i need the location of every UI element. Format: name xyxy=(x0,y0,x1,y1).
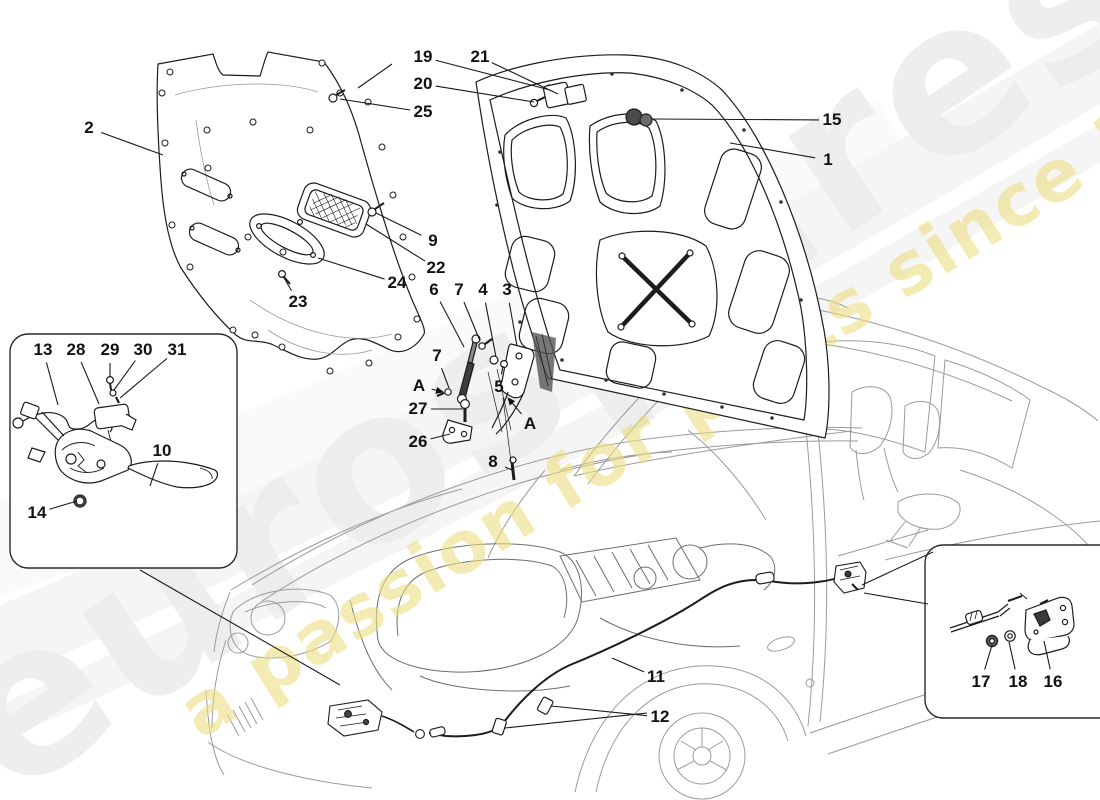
leader-a-32 xyxy=(431,386,444,394)
leader-19-19 xyxy=(435,59,551,91)
callout-11-11: 11 xyxy=(647,667,665,686)
release-cable-drawing xyxy=(327,561,867,739)
callout-29-29: 29 xyxy=(100,340,120,359)
hinge xyxy=(491,343,535,435)
callout-25-25: 25 xyxy=(413,102,433,121)
callout-26-26: 26 xyxy=(408,432,428,451)
callout-15-15: 15 xyxy=(822,110,842,129)
callout-24-24: 24 xyxy=(387,273,407,292)
leader-21-21 xyxy=(491,62,559,95)
callout-17-17: 17 xyxy=(971,672,991,691)
latch-mechanism xyxy=(20,401,132,484)
clip-12a xyxy=(536,696,554,715)
callout-5-4: 5 xyxy=(494,377,504,396)
grommet-14 xyxy=(73,494,87,508)
leader-6-5 xyxy=(439,301,465,348)
hood-hinge-assembly xyxy=(436,334,535,481)
leader-17-17 xyxy=(984,644,993,670)
callout-a-33: A xyxy=(523,414,537,433)
leader-30-30 xyxy=(113,360,136,391)
latch-inset-box xyxy=(9,333,238,569)
cable-inset-box xyxy=(924,544,1100,719)
leader-16-16 xyxy=(1043,640,1051,670)
leader-23-23 xyxy=(282,275,292,292)
latch-bracket-16 xyxy=(1024,596,1075,656)
bushing-4 xyxy=(489,355,499,365)
leader-11-11 xyxy=(611,657,645,673)
leader-15-15 xyxy=(651,118,820,121)
leader-13-13 xyxy=(45,362,59,406)
leader-2-1 xyxy=(101,131,164,156)
callout-23-23: 23 xyxy=(288,292,308,311)
callout-22-22: 22 xyxy=(426,258,446,277)
leader-10-10 xyxy=(149,463,159,487)
body-latch xyxy=(833,561,867,594)
callout-2-1: 2 xyxy=(84,118,94,137)
gas-strut xyxy=(456,334,481,405)
ball-stud-bottom xyxy=(436,388,452,398)
leader-7-7 xyxy=(441,367,450,389)
leader-4-3 xyxy=(484,302,497,358)
leader-3-2 xyxy=(508,302,518,347)
hood-drawing xyxy=(475,54,830,439)
leader-18-18 xyxy=(1008,641,1016,670)
callout-16-16: 16 xyxy=(1043,672,1063,691)
nut-30 xyxy=(109,389,117,397)
engine-bay-latch xyxy=(327,699,446,739)
leader-7-6 xyxy=(463,301,481,342)
ball-stud-top xyxy=(478,338,493,350)
leader-22-22 xyxy=(365,223,426,262)
callout-a-32: A xyxy=(412,376,426,395)
leader-8-8 xyxy=(504,466,513,471)
callout-12-12: 12 xyxy=(650,707,670,726)
stud-8 xyxy=(502,397,517,481)
callout-7-6: 7 xyxy=(454,280,464,299)
callout-8-8: 8 xyxy=(488,452,498,471)
washer-5 xyxy=(500,360,509,369)
leader-a-33 xyxy=(507,397,523,415)
callout-3-2: 3 xyxy=(502,280,512,299)
leader-14-14 xyxy=(49,500,78,510)
callout-1-0: 1 xyxy=(823,150,833,169)
callout-28-28: 28 xyxy=(66,340,86,359)
leader-12-12 xyxy=(550,705,648,717)
insulation-panel-drawing xyxy=(156,51,426,375)
leader-26-26 xyxy=(430,433,451,440)
leader-lines xyxy=(45,59,1051,729)
leader-5-4 xyxy=(500,365,504,375)
cable-rod xyxy=(949,592,1028,633)
leader-28-28 xyxy=(80,361,100,405)
callout-21-21: 21 xyxy=(470,47,490,66)
micro-switch-28 xyxy=(93,403,137,431)
release-lever-10 xyxy=(127,460,219,489)
callout-7-7: 7 xyxy=(432,346,442,365)
clip-12b xyxy=(491,717,507,736)
callout-30-30: 30 xyxy=(133,340,153,359)
callout-27-27: 27 xyxy=(408,399,428,418)
callout-9-9: 9 xyxy=(428,231,438,250)
washer-18 xyxy=(1004,630,1016,642)
callout-10-10: 10 xyxy=(152,441,172,460)
stud-31 xyxy=(115,396,120,404)
callout-14-14: 14 xyxy=(27,503,47,522)
callout-4-3: 4 xyxy=(478,280,488,299)
callout-19-19: 19 xyxy=(413,47,433,66)
callout-20-20: 20 xyxy=(413,74,433,93)
callout-6-5: 6 xyxy=(429,280,439,299)
bracket-26 xyxy=(442,419,473,444)
bolt-27 xyxy=(460,399,471,422)
leader-9-9 xyxy=(375,212,422,236)
leader-1-0 xyxy=(729,142,816,159)
leader-20-20 xyxy=(435,85,535,103)
leader-24-24 xyxy=(317,257,385,280)
callout-18-18: 18 xyxy=(1008,672,1028,691)
cable-ferrule xyxy=(755,571,775,585)
callout-13-13: 13 xyxy=(33,340,53,359)
leader-25-25 xyxy=(339,98,411,111)
leader-31-31 xyxy=(119,357,168,399)
callout-31-31: 31 xyxy=(167,340,187,359)
